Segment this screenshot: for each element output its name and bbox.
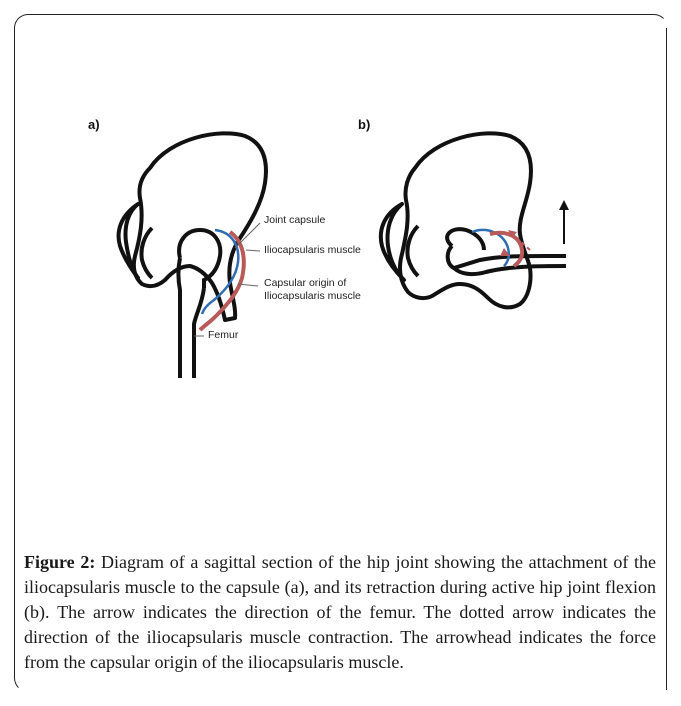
panel-b-pelvis-outline — [400, 133, 531, 307]
panel-b-femur-shaft-bottom — [454, 266, 566, 274]
caption-label: Figure 2: — [24, 552, 95, 572]
figure-frame-right-edge — [666, 28, 668, 690]
figure-caption: Figure 2: Diagram of a sagittal section … — [24, 550, 656, 675]
caption-text: Diagram of a sagittal section of the hip… — [24, 552, 656, 672]
hip-joint-figure: a) b) Joint capsule Iliocapsularis muscl… — [80, 108, 620, 398]
panel-b-ischium-fragment — [407, 226, 418, 276]
panel-b-diagram — [80, 108, 620, 398]
panel-b-femur-direction-arrowhead — [559, 200, 569, 210]
